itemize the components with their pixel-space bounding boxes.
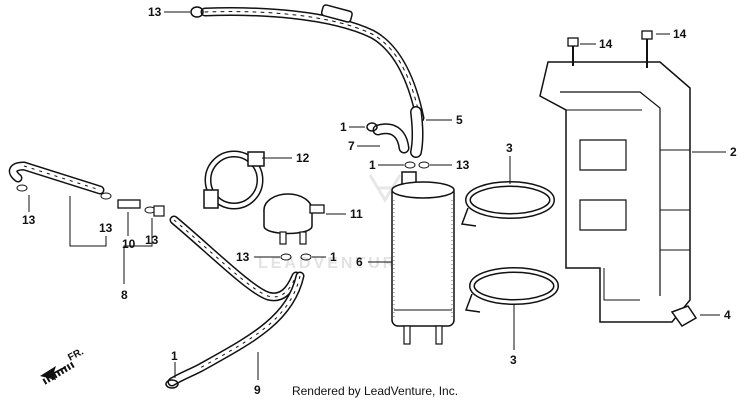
band-part-3-upper[interactable]	[460, 181, 555, 227]
cushion-part-4[interactable]	[670, 305, 698, 327]
callout-13-d: 13	[236, 250, 250, 264]
callout-3-bottom: 3	[510, 353, 517, 367]
callout-1-b: 1	[369, 158, 376, 172]
bolt-part-14-b[interactable]	[641, 30, 653, 68]
fitting-part-10[interactable]	[117, 199, 141, 209]
valve-part-11[interactable]	[263, 193, 325, 245]
callout-13-left: 13	[22, 213, 36, 227]
front-direction-arrow: FR.	[40, 346, 86, 385]
leader-lines	[28, 11, 726, 380]
upper-hose-clip[interactable]	[190, 6, 204, 18]
callout-7: 7	[348, 139, 355, 153]
direction-label: FR.	[66, 346, 86, 363]
callout-14-b: 14	[673, 27, 687, 41]
callout-4: 4	[724, 308, 731, 322]
tube-part-5[interactable]	[410, 106, 424, 158]
callout-1-c: 1	[330, 250, 337, 264]
band-part-3-lower[interactable]	[464, 267, 559, 313]
callout-11: 11	[350, 207, 363, 221]
callout-12: 12	[296, 151, 310, 165]
watermark-text: LEADVENTURE	[258, 255, 411, 272]
upper-hose[interactable]	[200, 4, 425, 123]
holder-part-12[interactable]	[203, 150, 265, 210]
canister-part-6[interactable]	[391, 171, 455, 345]
callout-6: 6	[356, 255, 363, 269]
bolt-part-14-a[interactable]	[567, 37, 579, 66]
callout-9: 9	[254, 383, 261, 397]
callout-13-b: 13	[99, 221, 113, 235]
callout-14-a: 14	[599, 37, 613, 51]
callout-13-c: 13	[145, 233, 159, 247]
callout-13-top: 13	[148, 5, 162, 19]
callout-5: 5	[456, 113, 463, 127]
clips-valve[interactable]	[280, 253, 312, 261]
callout-1-a: 1	[340, 120, 347, 134]
hose-part-9[interactable]	[165, 271, 305, 389]
clips-left-hose[interactable]	[16, 184, 165, 217]
callout-13-mid: 13	[456, 158, 470, 172]
clips-canister-top[interactable]	[404, 161, 430, 169]
callout-10: 10	[122, 237, 136, 251]
callout-3-top: 3	[506, 141, 513, 155]
callout-8: 8	[121, 288, 128, 302]
callout-2: 2	[730, 145, 737, 159]
callout-1-d: 1	[171, 349, 178, 363]
elbow-part-7[interactable]	[366, 122, 410, 154]
bracket-part-2[interactable]	[539, 61, 691, 323]
leadventure-watermark: LEADVENTURE	[258, 174, 411, 272]
render-credit: Rendered by LeadVenture, Inc.	[291, 384, 459, 398]
hose-assembly-part-8[interactable]	[8, 161, 301, 302]
